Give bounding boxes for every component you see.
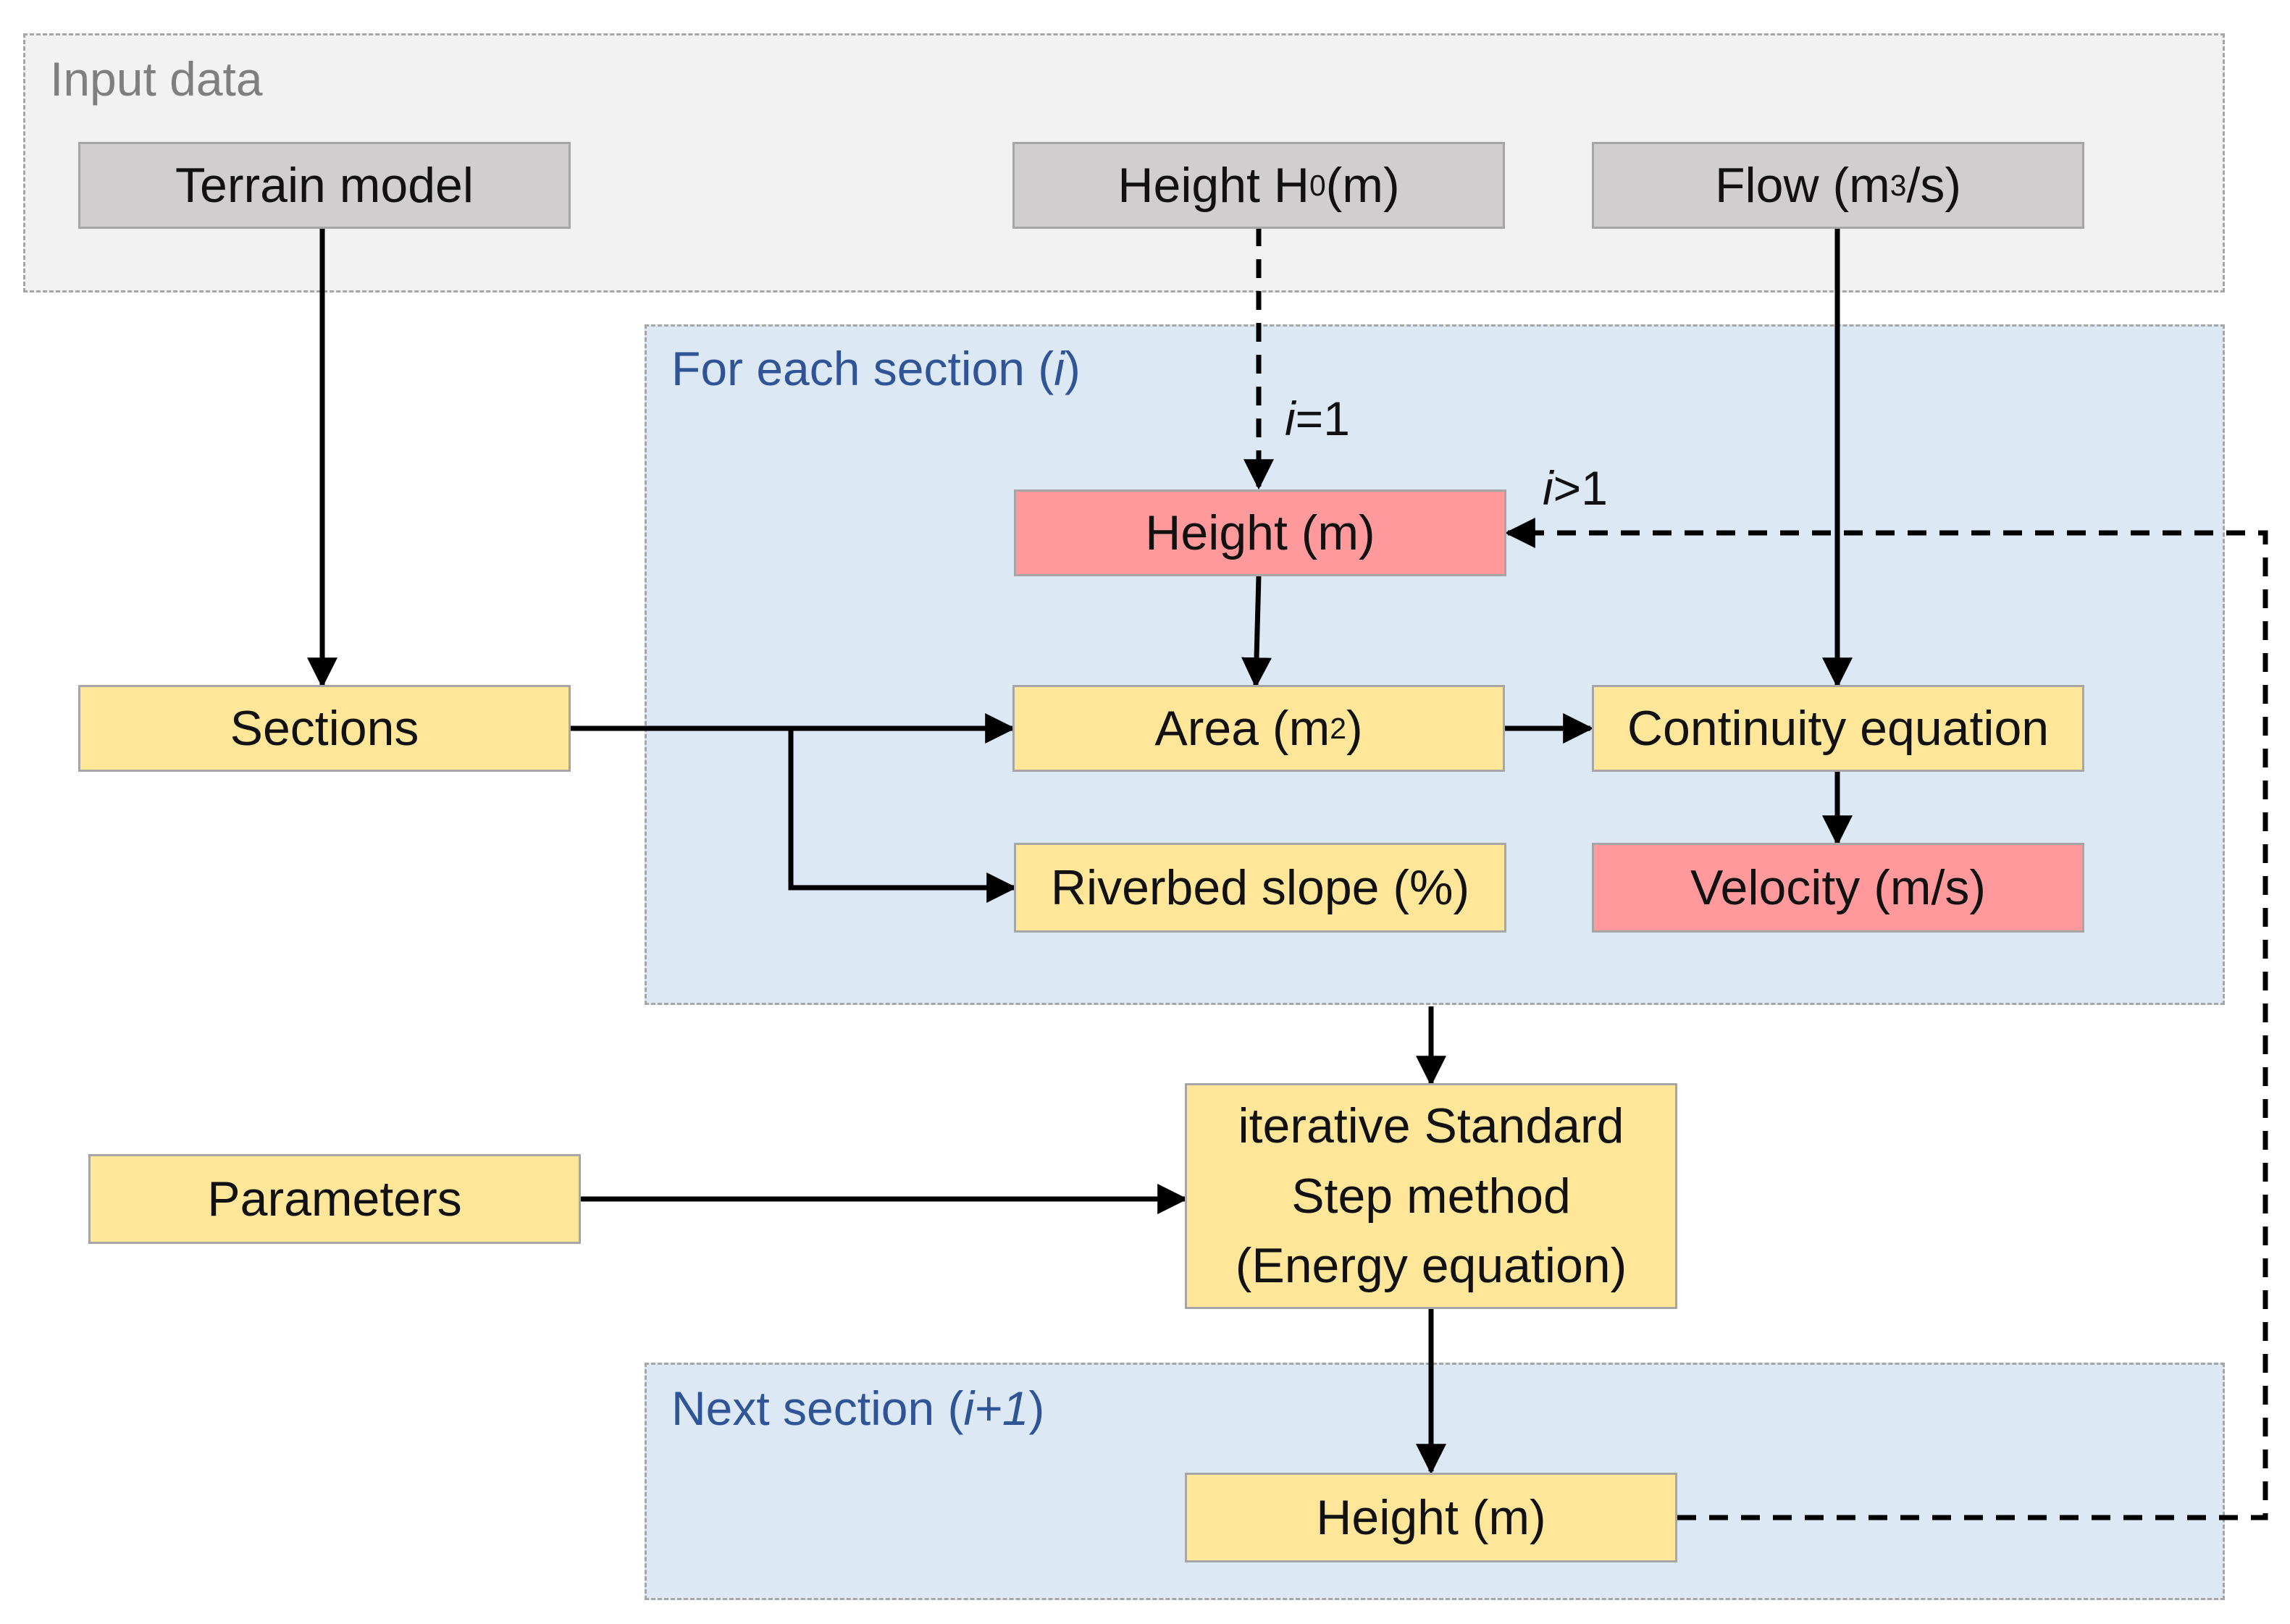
standard-step-method-box: iterative Standard Step method (Energy e… bbox=[1185, 1083, 1677, 1309]
sections-box: Sections bbox=[78, 685, 571, 772]
input-data-label: Input data bbox=[50, 52, 263, 106]
velocity-box: Velocity (m/s) bbox=[1592, 843, 2084, 933]
parameters-box: Parameters bbox=[88, 1154, 581, 1244]
continuity-equation-box: Continuity equation bbox=[1592, 685, 2084, 772]
arrow-feedback-to-height bbox=[1504, 518, 2268, 1520]
standard-step-line-1: iterative Standard bbox=[1238, 1098, 1624, 1154]
height-box: Height (m) bbox=[1014, 489, 1506, 576]
next-height-box: Height (m) bbox=[1185, 1473, 1677, 1562]
i-greater-than-1-label: i>1 bbox=[1543, 461, 1608, 515]
for-each-section-label: For each section (i) bbox=[671, 342, 1081, 395]
standard-step-line-2: Step method bbox=[1291, 1168, 1571, 1224]
next-section-label: Next section (i+1) bbox=[671, 1381, 1045, 1435]
riverbed-slope-box: Riverbed slope (%) bbox=[1014, 843, 1506, 933]
standard-step-line-3: (Energy equation) bbox=[1235, 1238, 1627, 1294]
arrow-sections-to-slope bbox=[788, 728, 1018, 903]
arrow-height-to-area bbox=[1241, 576, 1272, 689]
terrain-model-box: Terrain model bbox=[78, 142, 571, 229]
i-equals-1-label: i=1 bbox=[1285, 392, 1350, 445]
